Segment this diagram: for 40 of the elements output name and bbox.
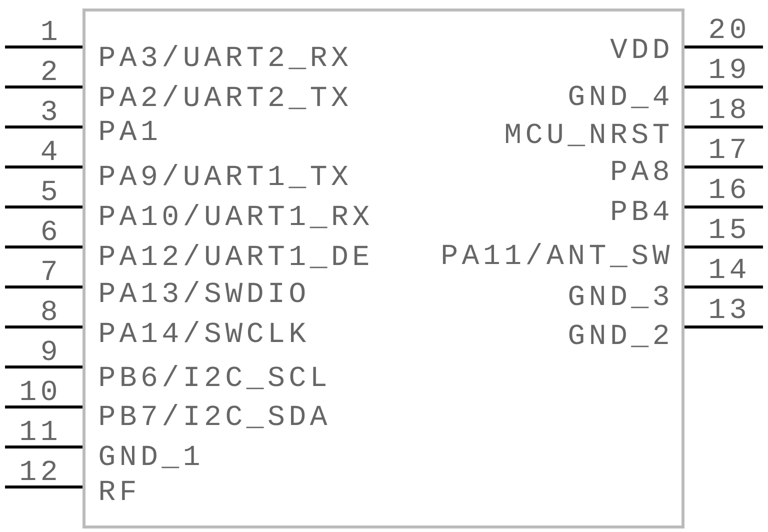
pin-name: PA14/SWCLK [100,320,306,342]
pin-name: GND_2 [569,324,668,348]
pin-name: PA2/UART2_TX [100,84,348,110]
pin-number: 15 [710,218,745,238]
pin-number: 20 [710,18,745,38]
pin-name: GND_3 [569,286,668,308]
pin-number: 10 [21,380,56,400]
pin-number: 12 [21,460,56,480]
pin-number: 5 [42,180,56,200]
pin-number: 14 [710,258,746,278]
pin-number: 11 [21,420,56,440]
pin-name: PA1 [100,120,157,140]
pin-number: 17 [710,138,744,158]
pin-name: PB4 [612,200,668,220]
pin-name: PB7/I2C_SDA [100,404,328,428]
pin-name: GND_4 [569,86,668,108]
pin-number: 8 [42,300,56,320]
pin-name: RF [100,480,135,500]
pin-number: 1 [42,20,56,40]
pin-name: PA13/SWDIO [100,280,305,302]
pin-name: PA3/UART2_RX [100,44,348,70]
pin-number: 3 [42,100,56,120]
pin-number: 6 [42,220,56,240]
pin-name: PA11/ANT_SW [442,242,670,268]
pin-number: 7 [42,260,56,280]
pin-number: 19 [710,58,745,78]
pin-name: PA8 [612,160,668,180]
pin-name: PB6/I2C_SCL [100,364,326,390]
pin-name: PA10/UART1_RX [100,204,370,228]
pin-name: VDD [610,38,668,58]
pin-number: 13 [710,298,745,318]
pin-number: 4 [42,140,56,160]
pin-number: 16 [710,178,745,198]
pin-name: GND_1 [100,446,199,468]
pin-number: 9 [42,340,56,360]
pin-number: 2 [42,60,56,80]
pin-number: 18 [710,98,745,118]
pin-name: PA12/UART1_DE [100,244,368,268]
pin-name: MCU_NRST [506,124,669,146]
pin-name: PA9/UART1_TX [100,164,348,188]
